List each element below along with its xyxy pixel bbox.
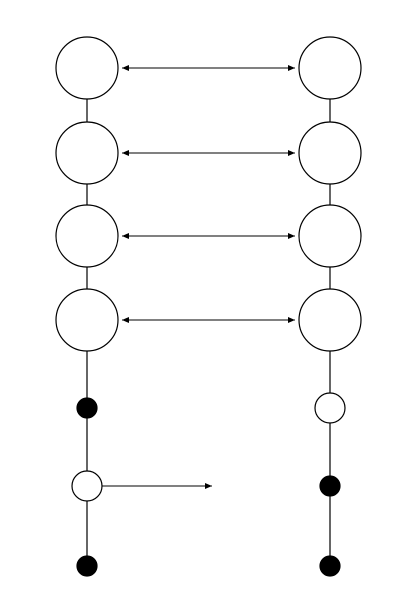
right-large-circle-node [298,36,362,100]
left-large-circle-node [55,36,119,100]
left-large-circle-node [55,288,119,352]
right-large-circle-node [298,121,362,185]
left-filled-dot-node [76,397,98,419]
column-stems [86,99,331,556]
right-large-circle-node [298,288,362,352]
left-filled-dot-node [76,555,98,577]
right-filled-dot-node [319,475,341,497]
node-links [102,65,295,489]
right-hollow-dot-node [314,392,346,424]
diagram-nodes [55,36,362,577]
left-hollow-dot-node [71,470,103,502]
left-large-circle-node [55,204,119,268]
right-large-circle-node [298,204,362,268]
left-large-circle-node [55,121,119,185]
right-filled-dot-node [319,555,341,577]
